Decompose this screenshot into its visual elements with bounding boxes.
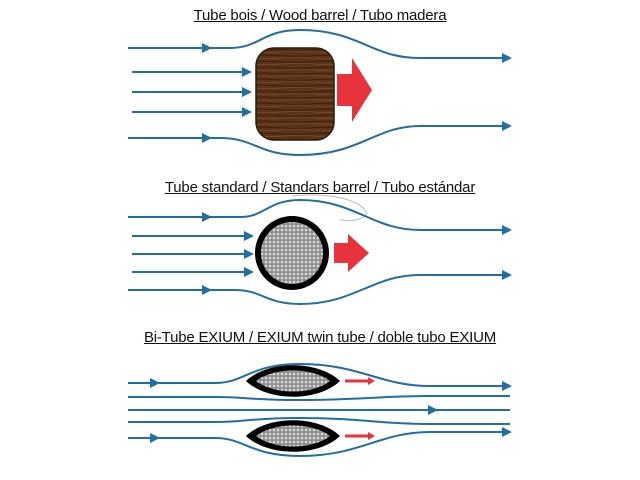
thrust-arrow (345, 377, 375, 385)
panel-title-wood-barrel: Tube bois / Wood barrel / Tubo madera (193, 7, 447, 24)
thrust-arrow (337, 58, 372, 122)
wood-barrel-panel (128, 28, 512, 157)
standard-barrel-panel (128, 194, 512, 306)
exium-twin-tube-panel (128, 362, 512, 458)
thrust-arrow (334, 234, 369, 272)
panel-title-exium-twin-tube: Bi-Tube EXIUM / EXIUM twin tube / doble … (143, 329, 497, 346)
streamline (128, 121, 512, 157)
panel-title-standard-barrel: Tube standard / Standars barrel / Tubo e… (164, 179, 476, 196)
streamline (128, 270, 512, 306)
streamline (128, 416, 510, 425)
streamline (128, 362, 512, 391)
streamline (128, 427, 512, 458)
wood-barrel (255, 47, 335, 141)
streamline (128, 198, 512, 235)
exium-tube-lower (246, 420, 340, 452)
exium-tube-upper (246, 365, 340, 397)
thrust-arrow (345, 432, 375, 440)
streamline (128, 395, 510, 402)
streamline (128, 28, 512, 63)
